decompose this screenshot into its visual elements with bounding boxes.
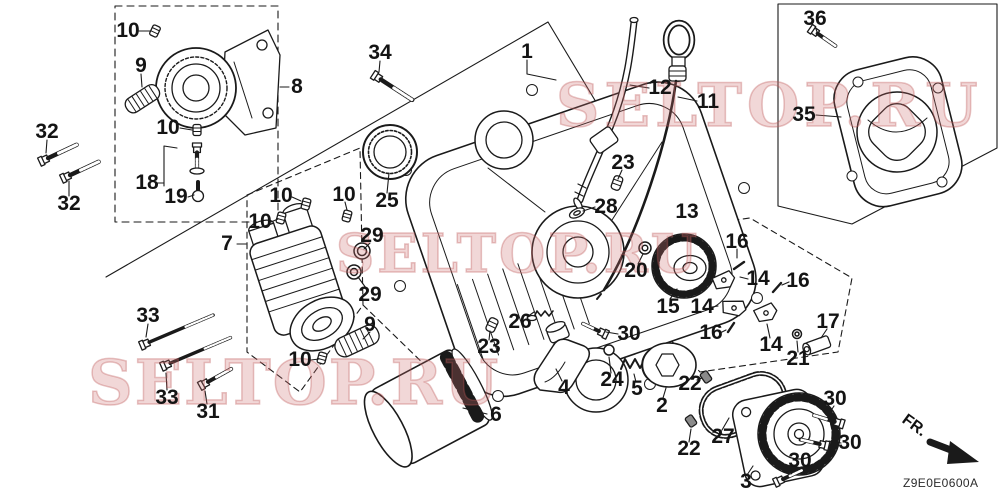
part-callout-11: 11 xyxy=(696,90,720,113)
leader-lines xyxy=(45,25,842,476)
part-callout-7: 7 xyxy=(221,232,233,255)
part-side-cover-plate xyxy=(833,56,963,208)
part-callout-18: 18 xyxy=(135,171,159,194)
part-oil-passage-cover xyxy=(526,310,591,394)
part-callout-28: 28 xyxy=(594,195,618,218)
part-callout-29: 29 xyxy=(360,224,384,247)
part-oil-seal xyxy=(362,124,418,180)
part-callout-30: 30 xyxy=(617,322,641,345)
part-callout-30: 30 xyxy=(838,431,862,454)
part-callout-30: 30 xyxy=(823,387,847,410)
part-pump-body xyxy=(248,202,355,352)
part-callout-15: 15 xyxy=(656,295,680,318)
part-callout-12: 12 xyxy=(648,76,672,99)
part-callout-2: 2 xyxy=(656,394,668,417)
part-callout-32: 32 xyxy=(35,120,59,143)
part-callout-9: 9 xyxy=(135,54,147,77)
part-oil-filler-tube xyxy=(573,16,639,211)
part-callout-20: 20 xyxy=(624,259,648,282)
part-governor-weights xyxy=(711,260,832,356)
part-filter-base xyxy=(155,29,281,136)
part-callout-30: 30 xyxy=(788,449,812,472)
part-callout-33: 33 xyxy=(136,304,160,327)
part-callout-10: 10 xyxy=(116,19,140,42)
part-callout-9: 9 xyxy=(364,313,376,336)
part-callout-33: 33 xyxy=(155,386,179,409)
part-callout-19: 19 xyxy=(164,185,188,208)
part-callout-32: 32 xyxy=(57,192,81,215)
part-callout-10: 10 xyxy=(288,348,312,371)
part-callout-10: 10 xyxy=(156,116,180,139)
part-callout-4: 4 xyxy=(558,376,570,399)
part-callout-36: 36 xyxy=(803,7,827,30)
part-clip xyxy=(568,207,586,219)
diagram-code: Z9E0E0600A xyxy=(903,476,979,490)
part-callout-23: 23 xyxy=(477,335,501,358)
part-relief-valve xyxy=(603,342,697,388)
part-callout-24: 24 xyxy=(600,368,624,391)
part-callout-14: 14 xyxy=(746,267,770,290)
part-callout-21: 21 xyxy=(786,347,810,370)
part-callout-17: 17 xyxy=(816,310,840,333)
part-callout-22: 22 xyxy=(678,372,702,395)
bolts xyxy=(36,23,846,488)
part-callout-29: 29 xyxy=(358,283,382,306)
part-callout-27: 27 xyxy=(711,425,735,448)
part-callout-5: 5 xyxy=(631,377,643,400)
part-callout-14: 14 xyxy=(690,295,714,318)
part-callout-1: 1 xyxy=(521,40,533,63)
part-threaded-fitting xyxy=(124,83,380,358)
part-callout-13: 13 xyxy=(675,200,699,223)
fr-direction-arrow xyxy=(926,438,979,464)
part-callout-31: 31 xyxy=(196,400,220,423)
part-callout-6: 6 xyxy=(490,403,502,426)
part-dipstick xyxy=(596,19,696,300)
part-callout-8: 8 xyxy=(291,75,303,98)
part-callout-23: 23 xyxy=(611,151,635,174)
part-callout-26: 26 xyxy=(508,310,532,333)
part-callout-16: 16 xyxy=(786,269,810,292)
part-callout-14: 14 xyxy=(759,333,783,356)
part-callout-22: 22 xyxy=(677,437,701,460)
part-callout-35: 35 xyxy=(792,103,816,126)
part-governor-gear xyxy=(651,233,717,299)
part-callout-10: 10 xyxy=(332,183,356,206)
part-small-plugs xyxy=(149,24,713,428)
part-callout-3: 3 xyxy=(740,470,752,493)
part-callout-25: 25 xyxy=(375,189,399,212)
part-callout-16: 16 xyxy=(699,321,723,344)
part-callout-34: 34 xyxy=(368,41,392,64)
part-callout-10: 10 xyxy=(248,210,272,233)
part-joint-bolt xyxy=(189,142,205,203)
part-callout-16: 16 xyxy=(725,230,749,253)
part-callout-10: 10 xyxy=(269,184,293,207)
